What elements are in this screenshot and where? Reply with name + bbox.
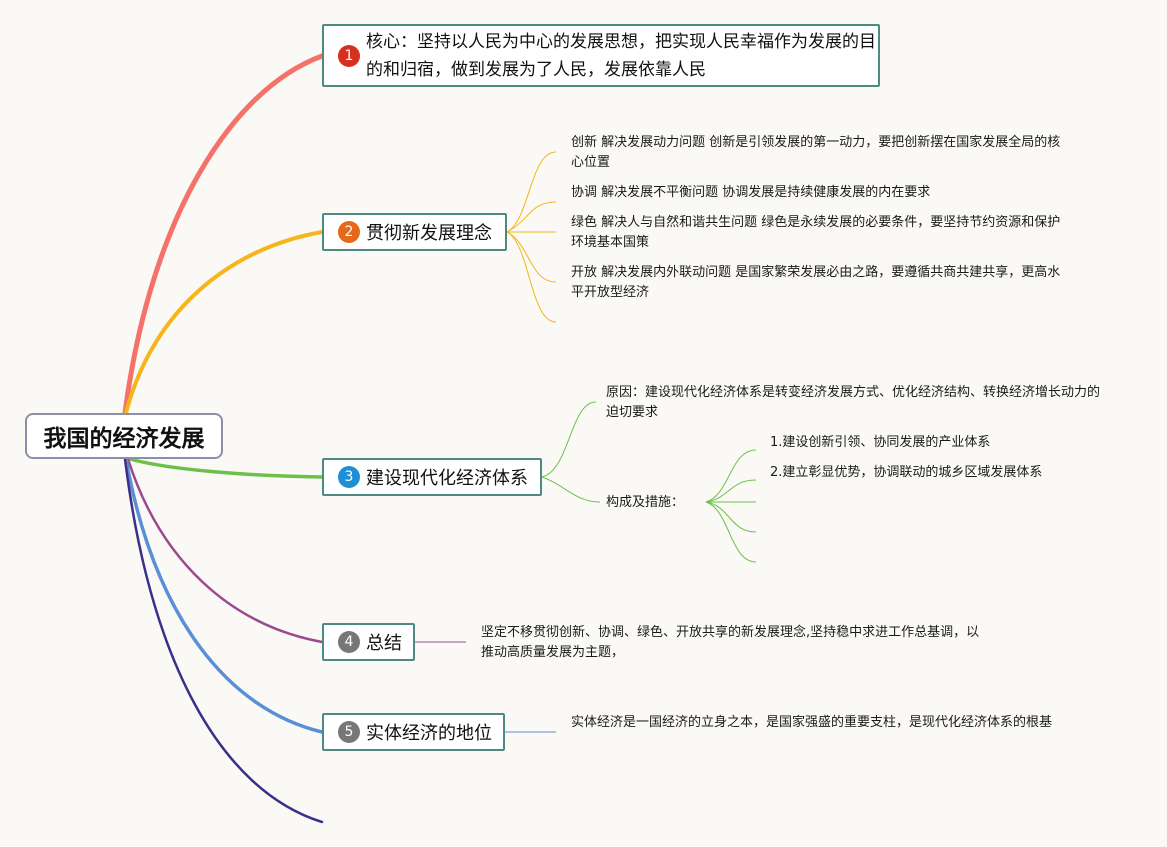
system-measures-label[interactable]: 构成及措施： (606, 495, 685, 510)
branch-line-1 (122, 53, 325, 416)
idea-openness[interactable]: 开放 解决发展内外联动问题 是国家繁荣发展必由之路，要遵循共商共建共享，更高水平… (571, 265, 1061, 300)
topic-core[interactable]: 1 核心：坚持以人民为中心的发展思想，把实现人民幸福作为发展的目的和归宿，做到发… (322, 24, 880, 87)
number-badge-icon: 1 (338, 44, 360, 67)
idea-innovation[interactable]: 创新 解决发展动力问题 创新是引领发展的第一动力，要把创新摆在国家发展全局的核心… (571, 135, 1061, 170)
topic-label: 总结 (366, 633, 402, 654)
number-badge-icon: 2 (338, 221, 360, 243)
idea-connectors (506, 151, 557, 323)
summary-text[interactable]: 坚定不移贯彻创新、协调、绿色、开放共享的新发展理念,坚持稳中求进工作总基调，以推… (481, 625, 980, 660)
system-reason[interactable]: 原因：建设现代化经济体系是转变经济发展方式、优化经济结构、转换经济增长动力的迫切… (606, 385, 1101, 420)
root-label: 我国的经济发展 (43, 426, 205, 452)
idea-coordination[interactable]: 协调 解决发展不平衡问题 协调发展是持续健康发展的内在要求 (571, 185, 931, 200)
topic-label: 贯彻新发展理念 (366, 223, 492, 244)
branch-line-3 (128, 457, 324, 479)
measure-item[interactable]: 2.建立彰显优势，协调联动的城乡区域发展体系 (770, 465, 1043, 480)
topic-label: 实体经济的地位 (366, 723, 492, 744)
branch-line-2 (124, 230, 324, 415)
topic-label: 核心：坚持以人民为中心的发展思想，把实现人民幸福作为发展的目的和归宿，做到发展为… (366, 31, 876, 80)
number-badge-icon: 5 (338, 721, 360, 743)
branch-line-5 (124, 457, 324, 734)
topic-label: 建设现代化经济体系 (366, 468, 528, 489)
topic-modern-system[interactable]: 3 建设现代化经济体系 (322, 458, 542, 496)
topic-real-economy[interactable]: 5 实体经济的地位 (322, 713, 505, 751)
entity-text[interactable]: 实体经济是一国经济的立身之本，是国家强盛的重要支柱，是现代化经济体系的根基 (571, 715, 1053, 730)
number-badge-icon: 3 (338, 466, 360, 488)
system-connectors (541, 401, 757, 563)
branch-line-6 (123, 457, 324, 824)
measure-item[interactable]: 1.建设创新引领、协同发展的产业体系 (770, 435, 991, 450)
topic-summary[interactable]: 4 总结 (322, 623, 415, 661)
number-badge-icon: 4 (338, 631, 360, 653)
topic-new-ideas[interactable]: 2 贯彻新发展理念 (322, 213, 507, 251)
root-node[interactable]: 我国的经济发展 (25, 413, 223, 459)
idea-green[interactable]: 绿色 解决人与自然和谐共生问题 绿色是永续发展的必要条件，要坚持节约资源和保护环… (571, 215, 1061, 250)
branch-line-4 (126, 457, 324, 644)
